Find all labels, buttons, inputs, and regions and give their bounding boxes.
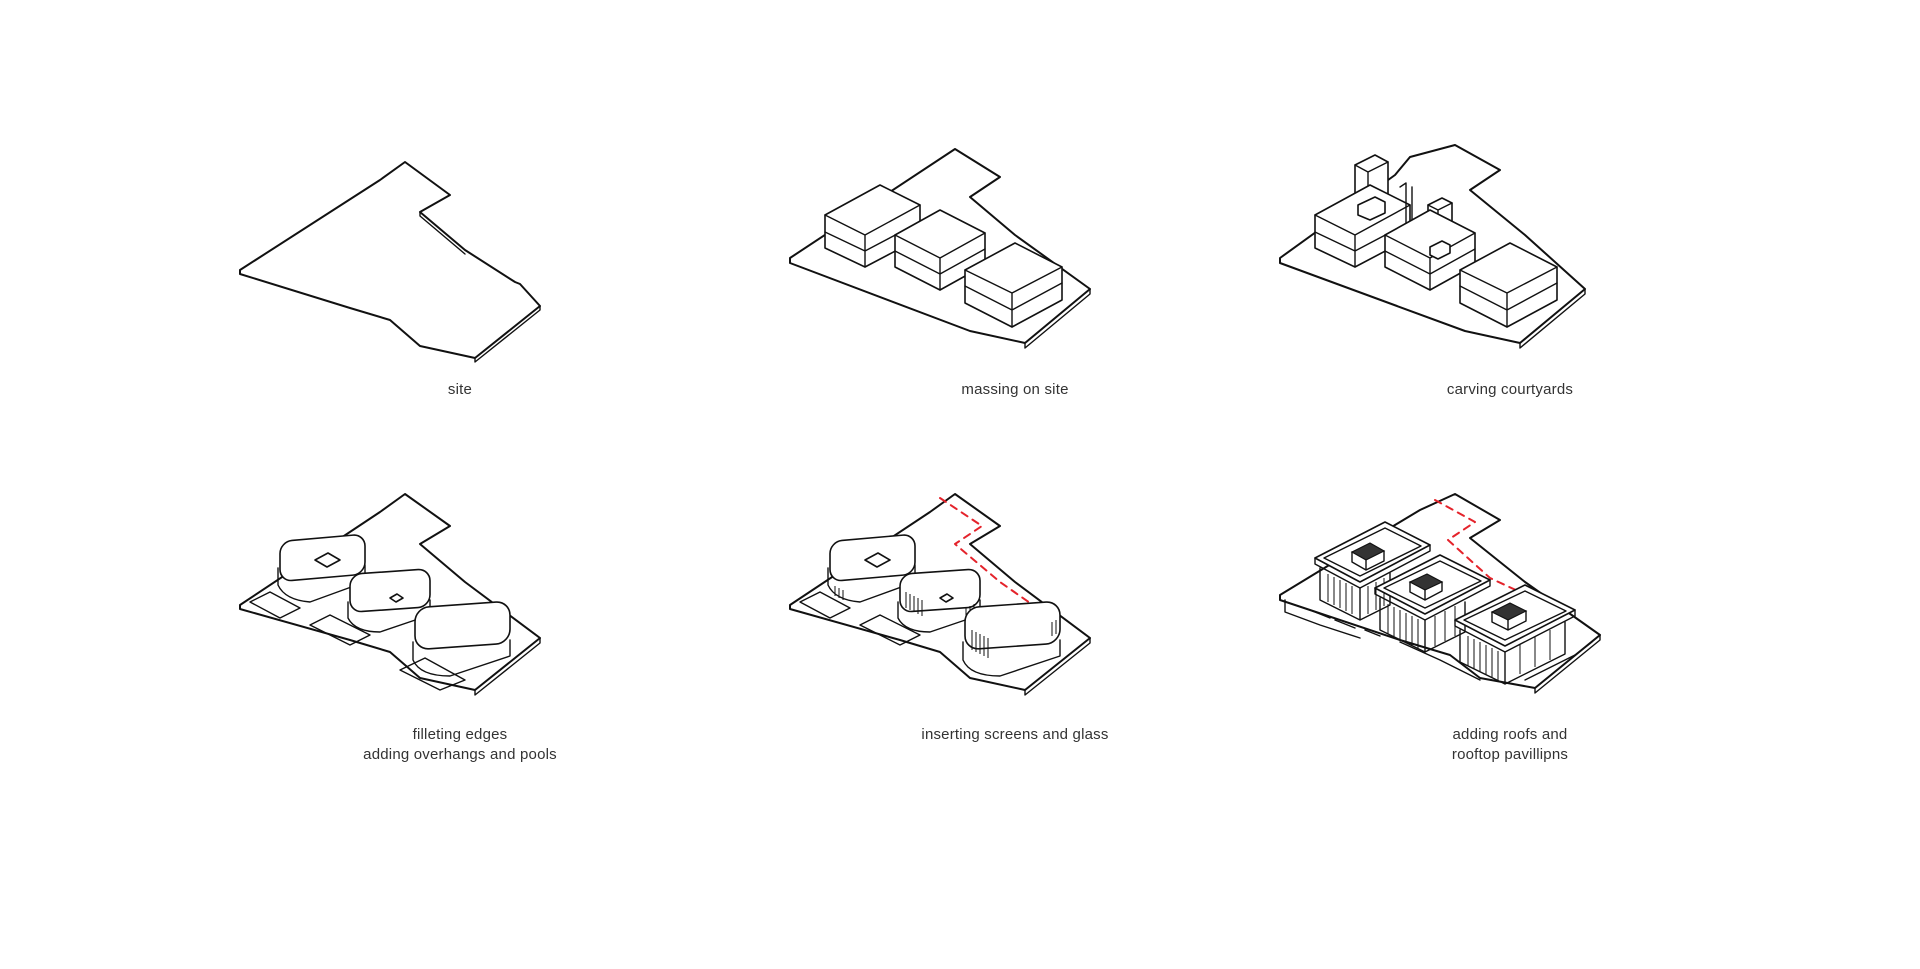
panel-filleting: filleting edges adding overhangs and poo… [200, 485, 720, 805]
caption-filleting-line-2: adding overhangs and pools [363, 746, 557, 763]
screens-drawing [789, 493, 1091, 696]
caption-filleting-line-1: filleting edges [412, 726, 508, 743]
massing-drawing [789, 148, 1091, 349]
caption-roofs: adding roofs and rooftop pavillipns [1250, 725, 1770, 765]
panel-carving: carving courtyards [1250, 140, 1770, 460]
caption-carving-line-1: carving courtyards [1446, 381, 1574, 398]
caption-screens-line-1: inserting screens and glass [921, 726, 1109, 743]
caption-screens: inserting screens and glass [755, 725, 1275, 745]
panel-site: site [200, 140, 720, 460]
site-drawing [239, 161, 541, 363]
caption-site-line-1: site [447, 381, 473, 398]
caption-massing: massing on site [755, 380, 1275, 400]
circulation-path-2 [1434, 499, 1551, 607]
circulation-path [939, 497, 1041, 611]
caption-massing-line-1: massing on site [961, 381, 1069, 398]
panel-massing: massing on site [755, 140, 1275, 460]
filleting-drawing [239, 493, 541, 696]
caption-roofs-line-1: adding roofs and [1452, 726, 1568, 743]
caption-roofs-line-2: rooftop pavillipns [1451, 746, 1569, 763]
caption-filleting: filleting edges adding overhangs and poo… [200, 725, 720, 765]
caption-carving: carving courtyards [1250, 380, 1770, 400]
roofs-drawing [1279, 493, 1601, 694]
caption-site: site [200, 380, 720, 400]
panel-roofs: adding roofs and rooftop pavillipns [1250, 485, 1770, 805]
carving-drawing [1279, 144, 1586, 349]
panel-screens: inserting screens and glass [755, 485, 1275, 805]
